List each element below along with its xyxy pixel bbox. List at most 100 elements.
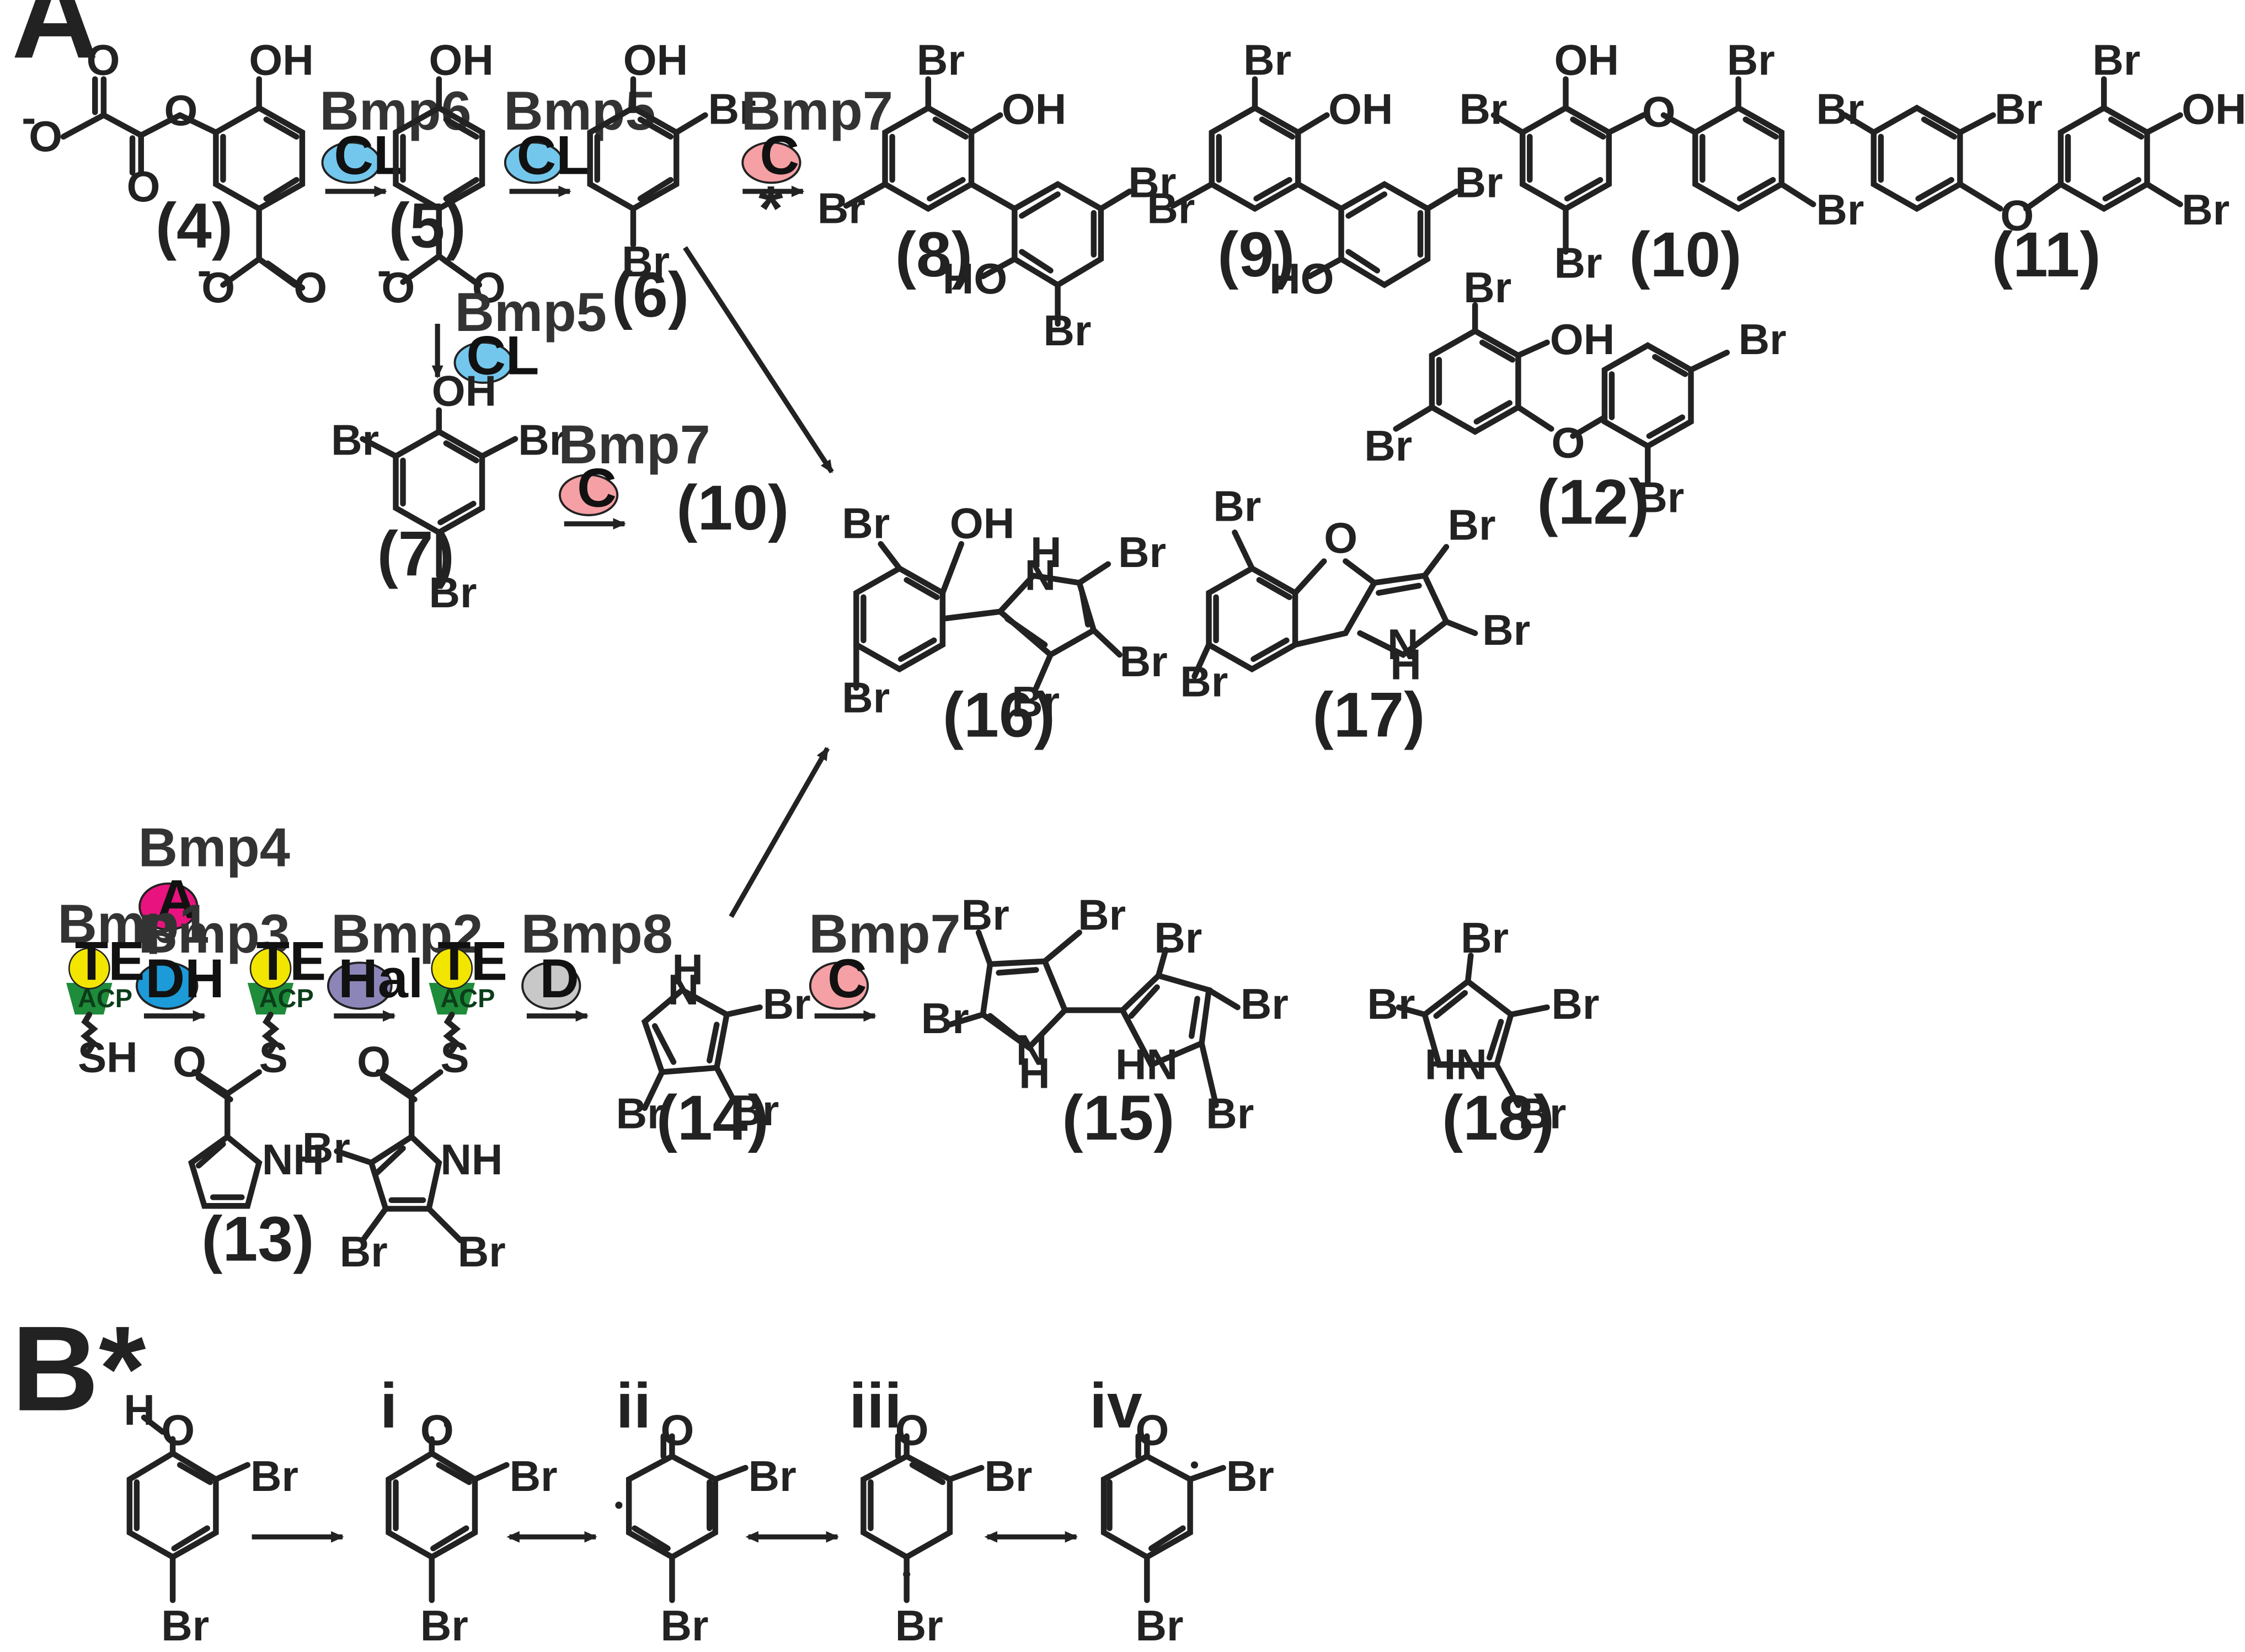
svg-text:H: H [672,945,703,993]
svg-text:OH: OH [249,36,313,84]
compound-18: Br Br Br HN Br (18) [1367,913,1600,1153]
svg-text:O: O [381,263,415,312]
compound-label-17: (17) [1312,680,1425,751]
svg-text:Br: Br [161,1601,209,1650]
svg-text:Br: Br [763,980,811,1028]
svg-text:Br: Br [1463,263,1511,312]
compound-11: Br Br O Br OH Br (11) [1816,36,2245,290]
compound-label-10b: (10) [676,473,789,543]
svg-text:O: O [357,1037,391,1086]
svg-text:O: O [1324,514,1357,562]
compound-label-9: (9) [1217,220,1295,290]
svg-text:TE: TE [256,931,326,992]
svg-text:ii: ii [616,1371,651,1441]
svg-text:O: O [201,263,235,312]
svg-text:Br: Br [749,1452,797,1500]
svg-text:Br: Br [1636,473,1684,522]
compound-label-4: (4) [156,191,233,261]
svg-text:Br: Br [985,1452,1033,1500]
svg-text:Br: Br [895,1601,943,1650]
svg-text:*: * [758,173,783,244]
bromophenol-start: H O Br Br [124,1386,298,1650]
resonance-iii: iii O Br Br [849,1371,1032,1650]
svg-text:Br: Br [1995,84,2043,133]
svg-text:O: O [29,112,62,161]
compound-label-11: (11) [1992,220,2101,290]
compound-label-5: (5) [388,191,466,261]
compound-label-16: (16) [943,680,1055,751]
svg-text:HN: HN [1115,1040,1178,1089]
svg-text:Br: Br [2092,36,2140,84]
reaction-bmp4-bmp3: Bmp4 A Bmp3 DH [135,817,290,1022]
compound-5: OH O - O (5) [377,36,506,312]
svg-text:DH: DH [146,948,225,1009]
svg-text:ACP: ACP [259,983,314,1013]
svg-text:N: N [1016,1026,1047,1074]
svg-text:Br: Br [340,1227,388,1276]
svg-text:iv: iv [1089,1371,1142,1441]
compound-label-13: (13) [201,1204,314,1274]
svg-text:Br: Br [250,1452,298,1500]
svg-text:O: O [173,1037,206,1086]
svg-text:D: D [539,948,579,1009]
svg-text:O: O [161,1405,195,1454]
resonance-i: i O Br Br [380,1371,558,1650]
svg-text:-: - [197,246,211,295]
svg-text:Br: Br [429,568,477,617]
svg-text:Br: Br [1816,185,1864,234]
svg-text:Br: Br [1118,528,1166,576]
reaction-bmp5-b: Bmp5 CL [431,282,607,386]
compound-14: H N Br Br Br (14) [616,945,811,1153]
svg-text:Br: Br [921,994,969,1042]
svg-text:Br: Br [331,415,379,464]
svg-text:Br: Br [1226,1452,1274,1500]
compound-label-7: (7) [377,519,455,590]
svg-text:Br: Br [842,499,890,548]
svg-text:Br: Br [1554,239,1602,287]
svg-text:Br: Br [842,673,890,721]
svg-text:Br: Br [1727,36,1775,84]
svg-text:Br: Br [1147,184,1195,232]
svg-text:Bmp7: Bmp7 [741,81,893,142]
svg-text:Br: Br [1739,315,1787,363]
svg-text:Br: Br [731,1086,779,1135]
svg-text:-: - [377,246,392,295]
svg-text:OH: OH [623,36,688,84]
arrow-6-to-16 [683,246,834,474]
compound-13: TE ACP S O NH (13) [173,931,326,1275]
reaction-bmp6: Bmp6 CL [319,81,472,197]
svg-text:Br: Br [661,1601,709,1650]
svg-text:O: O [164,86,197,135]
svg-text:Bmp8: Bmp8 [521,903,672,965]
svg-text:Br: Br [302,1124,350,1172]
svg-text:O: O [293,263,327,312]
svg-text:CL: CL [466,325,539,386]
svg-text:OH: OH [432,367,496,415]
svg-text:N: N [668,965,699,1014]
svg-text:Br: Br [1455,158,1503,206]
halogenated-intermediate: TE ACP S O NH Br Br Br [302,931,507,1276]
reaction-bmp2: Bmp2 Hal [327,903,483,1022]
svg-text:Br: Br [1448,500,1496,549]
svg-text:O: O [2000,191,2034,239]
compound-label-15: (15) [1062,1083,1174,1153]
svg-text:TE: TE [437,931,507,992]
svg-text:Br: Br [510,1452,558,1500]
compound-7: OH Br Br Br (7) [331,367,566,617]
svg-text:SH: SH [78,1033,138,1082]
compound-15: Br Br Br N H Br Br HN Br (15) [921,890,1289,1153]
svg-text:H: H [1030,528,1062,576]
svg-text:Br: Br [708,84,756,133]
reaction-bmp7-b: Bmp7 C (10) [558,414,789,543]
svg-text:Br: Br [1518,1089,1566,1137]
svg-text:N: N [1387,620,1419,669]
svg-text:Br: Br [1044,306,1092,355]
svg-text:Hal: Hal [338,948,423,1009]
reaction-bmp5-a: Bmp5 CL [504,81,656,197]
svg-text:H: H [124,1386,155,1434]
svg-text:Br: Br [1364,421,1412,470]
svg-text:NH: NH [440,1135,503,1184]
svg-text:Br: Br [1135,1601,1183,1650]
reaction-bmp7-c: Bmp7 C [809,903,961,1022]
